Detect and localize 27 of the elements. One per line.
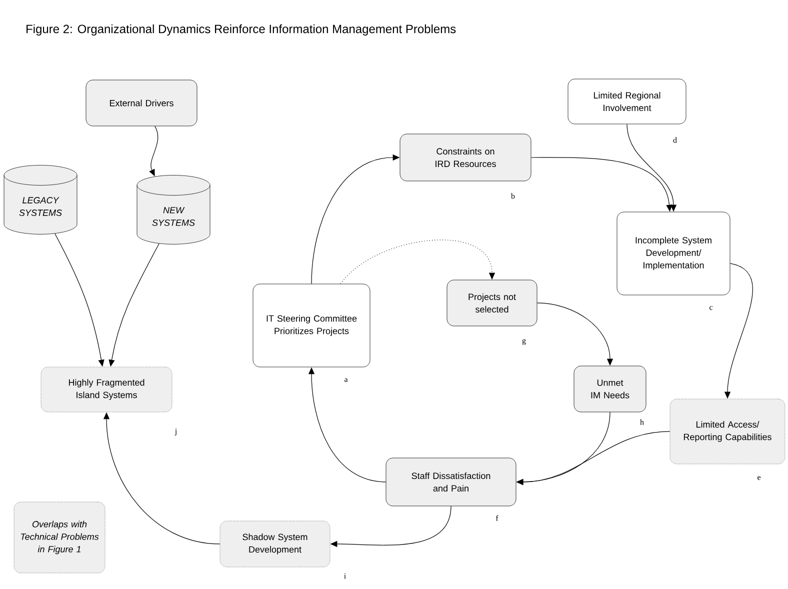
node-letter: h [640, 419, 644, 425]
dotted-box: Limited Access/ Reporting Capabilities [670, 398, 786, 464]
node-letter: a [344, 378, 348, 382]
dotted-box: Highly Fragmented Island Systems [40, 366, 172, 412]
node-letter: f [496, 515, 498, 521]
dotted-box: Shadow System Development [220, 520, 330, 568]
rounded-box: Staff Dissatisfaction and Pain [386, 458, 516, 506]
arrow [340, 240, 496, 284]
dotted-box: Overlaps with Technical Problems in Figure 1 [14, 502, 106, 574]
rounded-box: Incomplete System Development/ Implementation [616, 212, 730, 296]
node-letter: c [710, 306, 713, 310]
rounded-box: Limited Regional Involvement [568, 78, 686, 124]
node-letter: g [522, 339, 526, 345]
rounded-box: Projects not selected [446, 280, 538, 326]
rounded-box: IT Steering Committee Prioritizes Projects [252, 284, 370, 368]
cylinder: LEGACY SYSTEMS [4, 165, 78, 234]
title: Figure 2: Organizational Dynamics Reinforce Information Management Problems [26, 24, 456, 36]
node-letter: i [344, 573, 346, 579]
node-letter: d [673, 137, 677, 143]
cylinder: NEW SYSTEMS [136, 175, 210, 244]
rounded-box: Unmet IM Needs [574, 366, 646, 412]
node-letter: b [511, 193, 515, 199]
rounded-box: External Drivers [86, 80, 198, 126]
arrow [149, 126, 158, 176]
rounded-box: Constraints on IRD Resources [400, 134, 532, 182]
node-letter: j [174, 428, 176, 436]
node-letter: e [758, 476, 760, 480]
